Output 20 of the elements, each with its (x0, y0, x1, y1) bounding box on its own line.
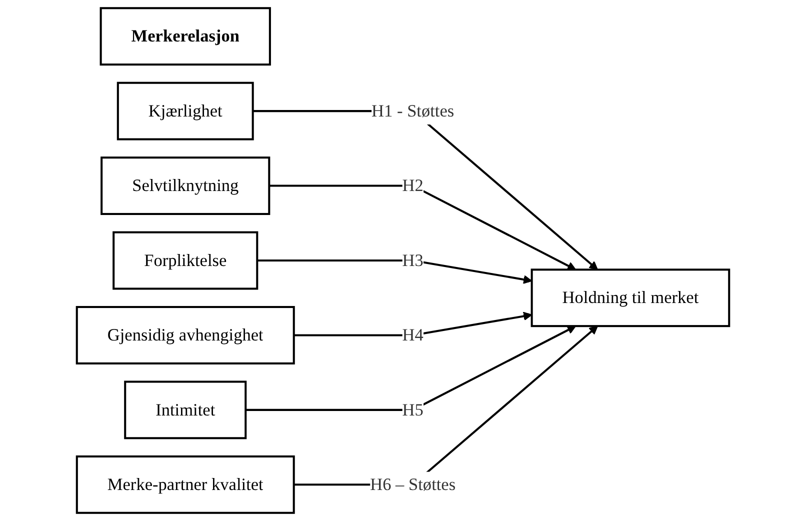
arrow (246, 326, 576, 411)
node-box: Selvtilknytning (100, 156, 270, 215)
node-box: Intimitet (124, 380, 247, 440)
edge-label: H6 – Støttes (370, 474, 456, 494)
node-box: Merke-partner kvalitet (76, 455, 295, 514)
arrow (252, 110, 598, 270)
node-box: Holdning til merket (530, 268, 730, 328)
edge-label: H5 (402, 400, 424, 420)
edge-label: H1 - Støttes (372, 101, 454, 120)
arrow (257, 259, 532, 284)
arrow (269, 184, 576, 270)
edge-label: H4 (402, 325, 424, 345)
arrow (294, 312, 532, 336)
arrow (294, 326, 598, 486)
edge-label: H2 (402, 176, 424, 196)
node-box: Forpliktelse (112, 231, 258, 290)
node-box: Gjensidig avhengighet (76, 306, 295, 364)
node-box: Merkerelasjon (100, 7, 271, 66)
edge-label: H3 (402, 250, 424, 270)
node-box: Kjærlighet (116, 82, 254, 140)
